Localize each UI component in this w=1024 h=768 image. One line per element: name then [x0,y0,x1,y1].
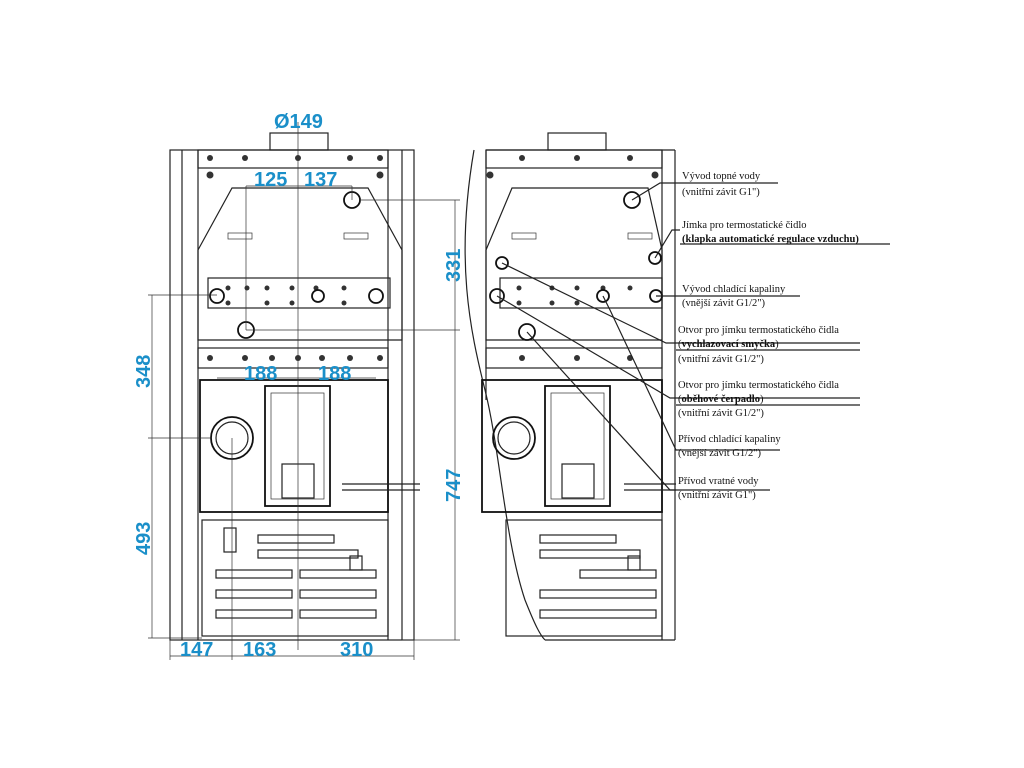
dim-310: 310 [340,639,373,661]
dim-flue-diameter: Ø149 [274,111,323,133]
left-port-2 [311,289,325,303]
left-dimension-lines [148,122,460,660]
label-cooling-inlet: Přívod chladící kapaliny [678,434,781,445]
label-return-inlet: Přívod vratné vody [678,476,759,487]
callout-labels: Vývod topné vody (vnitřní závit G1") Jím… [678,171,859,501]
flue-pipe-right [547,132,607,151]
dim-747: 747 [443,469,465,502]
port-sensor-well [648,251,662,265]
label-heating-outlet-thread: (vnitřní závit G1") [682,187,760,198]
port-left-row [489,288,505,304]
label-cooling-outlet-thread: (vnější závit G1/2") [682,298,766,309]
left-view [148,122,460,660]
port-return [518,323,536,341]
dim-188-left: 188 [244,363,277,385]
port-mid-row [596,289,610,303]
port-top-outlet [623,191,641,209]
leader-lines [496,182,890,491]
label-pump-opening-detail: (oběhové čerpadlo) [678,394,764,405]
upper-plate [197,187,403,341]
port-cooling-loop [495,256,509,270]
left-outer-frame [169,149,415,641]
left-port-1 [209,288,225,304]
dim-163: 163 [243,639,276,661]
label-pump-opening-thread: (vnitřní závit G1/2") [678,408,764,419]
dim-493: 493 [133,522,155,555]
label-loop-opening-detail: (vychlazovací smyčka) [678,339,779,350]
right-view [464,132,890,641]
left-combustion-box [199,379,389,513]
label-cooling-outlet: Vývod chladící kapaliny [682,284,786,295]
flue-pipe [269,132,329,151]
break-line [464,149,546,641]
left-port-3 [368,288,384,304]
dim-137: 137 [304,169,337,191]
label-loop-opening: Otvor pro jímku termostatického čidla [678,325,839,336]
dim-348: 348 [133,355,155,388]
label-return-inlet-thread: (vnitřní závit G1") [678,490,756,501]
dim-188-right: 188 [318,363,351,385]
dim-125: 125 [254,169,287,191]
left-bottom-panel [201,519,389,637]
label-heating-outlet: Vývod topné vody [682,171,761,182]
right-combustion-box [481,379,663,513]
air-inlet-right [492,416,536,460]
label-sensor-well: Jímka pro termostatické čidlo [682,220,807,231]
label-loop-opening-thread: (vnitřní závit G1/2") [678,354,764,365]
label-cooling-inlet-thread: (vnější závit G1/2") [678,448,762,459]
dim-147: 147 [180,639,213,661]
label-sensor-well-detail: (klapka automatické regulace vzduchu) [682,234,859,245]
label-pump-opening: Otvor pro jímku termostatického čidla [678,380,839,391]
dim-331: 331 [443,249,465,282]
